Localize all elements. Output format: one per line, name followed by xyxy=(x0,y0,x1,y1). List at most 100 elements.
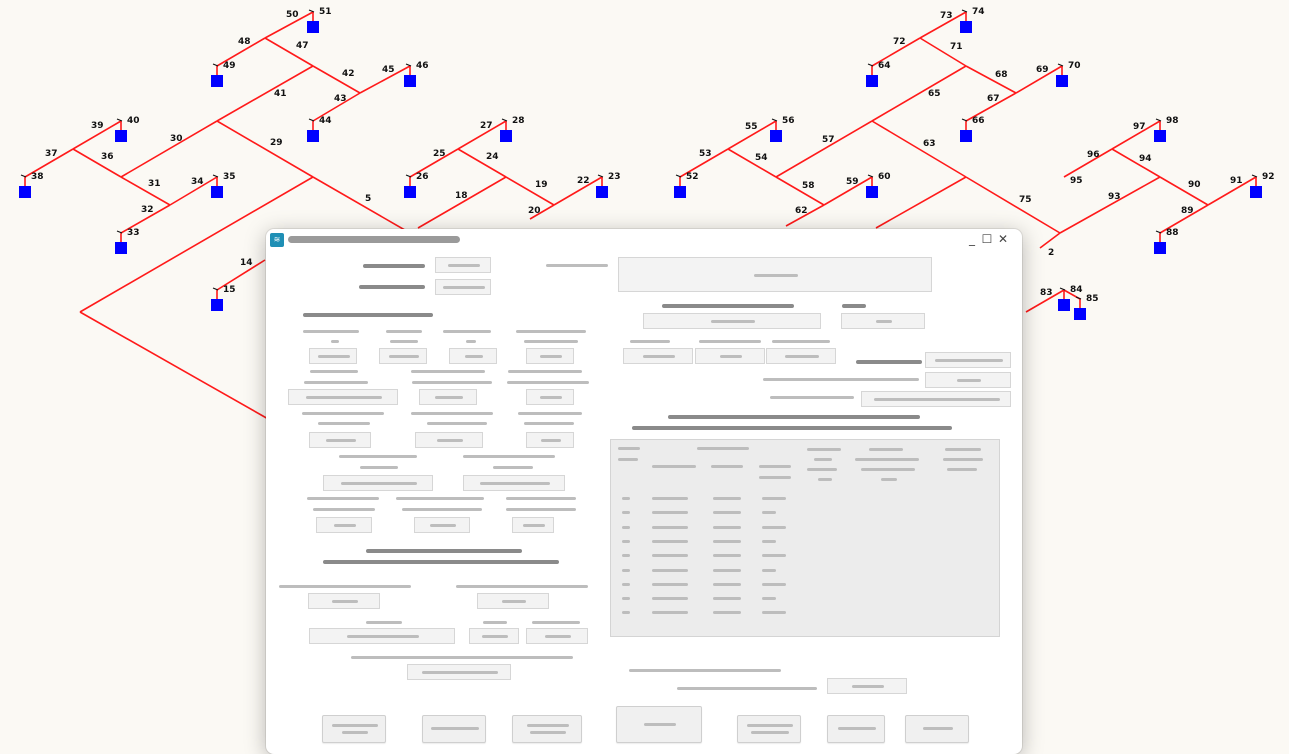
junction-node: 44 xyxy=(307,116,332,142)
bottom-button-1[interactable] xyxy=(322,715,386,743)
button-label-placeholder xyxy=(530,731,566,734)
field-value-placeholder xyxy=(332,600,358,603)
input-field[interactable] xyxy=(827,678,907,694)
input-field[interactable] xyxy=(435,279,491,295)
input-field[interactable] xyxy=(407,664,511,680)
input-field[interactable] xyxy=(925,372,1011,388)
input-field[interactable] xyxy=(526,628,588,644)
input-field[interactable] xyxy=(469,628,519,644)
input-field[interactable] xyxy=(309,348,357,364)
input-field[interactable] xyxy=(512,517,554,533)
notes-field[interactable] xyxy=(618,257,932,292)
input-field[interactable] xyxy=(526,432,574,448)
input-field[interactable] xyxy=(925,352,1011,368)
junction-node: 92 xyxy=(1250,172,1275,198)
row-cell xyxy=(762,511,776,515)
minimize-button[interactable]: _ xyxy=(969,232,975,246)
field-value-placeholder xyxy=(326,439,356,442)
junction-node: 56 xyxy=(770,116,795,142)
pipe-label: 50 xyxy=(286,10,299,20)
row-cell xyxy=(622,597,630,601)
junction-node: 70 xyxy=(1056,61,1081,87)
input-field[interactable] xyxy=(379,348,427,364)
column-header xyxy=(652,465,696,468)
junction-node: 52 xyxy=(674,172,699,198)
junction-node: 88 xyxy=(1154,228,1179,254)
input-field[interactable] xyxy=(323,475,433,491)
text-placeholder xyxy=(443,330,491,333)
row-cell xyxy=(713,568,741,572)
input-field[interactable] xyxy=(415,432,483,448)
input-field[interactable] xyxy=(623,348,693,364)
text-placeholder xyxy=(463,455,555,458)
junction-node: 23 xyxy=(596,172,621,198)
pipe-segment xyxy=(1159,176,1209,206)
bottom-button-7[interactable] xyxy=(905,715,969,743)
input-field[interactable] xyxy=(477,593,549,609)
pipe-segment xyxy=(457,120,507,150)
field-value-placeholder xyxy=(502,600,526,603)
pipe-segment xyxy=(312,176,411,234)
text-placeholder xyxy=(339,455,417,458)
bottom-button-6[interactable] xyxy=(827,715,885,743)
bottom-button-primary[interactable] xyxy=(616,706,702,743)
input-field[interactable] xyxy=(526,348,574,364)
junction-node: 35 xyxy=(211,172,236,198)
field-value-placeholder xyxy=(480,482,550,485)
row-cell xyxy=(713,582,741,586)
node-square xyxy=(960,21,972,33)
pipe-segment xyxy=(72,120,122,150)
input-field[interactable] xyxy=(435,257,491,273)
field-value-placeholder xyxy=(785,355,819,358)
input-field[interactable] xyxy=(643,313,821,329)
pipe-segment xyxy=(1207,176,1257,206)
column-header xyxy=(943,458,983,461)
text-placeholder xyxy=(304,381,368,384)
input-field[interactable] xyxy=(526,389,574,405)
node-square xyxy=(500,130,512,142)
pipe-label: 53 xyxy=(699,149,712,159)
node-label: 52 xyxy=(686,172,699,182)
pipe-label: 57 xyxy=(822,135,835,145)
close-button[interactable]: ✕ xyxy=(997,232,1009,246)
input-field[interactable] xyxy=(861,391,1011,407)
pipe-label: 42 xyxy=(342,69,355,79)
row-cell xyxy=(713,497,741,500)
maximize-button[interactable]: ☐ xyxy=(981,232,993,246)
bottom-button-2[interactable] xyxy=(422,715,486,743)
pipe-label: 68 xyxy=(995,70,1008,80)
button-label-placeholder xyxy=(747,724,793,727)
bottom-button-3[interactable] xyxy=(512,715,582,743)
row-cell xyxy=(713,511,741,515)
input-field[interactable] xyxy=(309,432,371,448)
row-cell xyxy=(762,539,776,543)
column-header xyxy=(618,458,638,461)
pipe-segment xyxy=(312,92,361,122)
row-cell xyxy=(652,525,688,529)
field-value-placeholder xyxy=(341,482,417,485)
input-field[interactable] xyxy=(463,475,565,491)
input-field[interactable] xyxy=(288,389,398,405)
text-placeholder xyxy=(363,264,425,268)
junction-node: 74 xyxy=(960,7,985,33)
column-header xyxy=(945,448,981,451)
pipe-segment xyxy=(875,176,967,229)
input-field[interactable] xyxy=(766,348,836,364)
pipe-segment xyxy=(775,176,825,206)
input-field[interactable] xyxy=(309,628,455,644)
bottom-button-5[interactable] xyxy=(737,715,801,743)
input-field[interactable] xyxy=(695,348,765,364)
input-field[interactable] xyxy=(316,517,372,533)
input-field[interactable] xyxy=(308,593,380,609)
row-cell xyxy=(652,554,688,558)
pipe-label: 32 xyxy=(141,205,154,215)
column-header xyxy=(814,458,832,461)
pipe-label: 27 xyxy=(480,121,493,131)
text-placeholder xyxy=(524,422,574,425)
input-field[interactable] xyxy=(419,389,477,405)
input-field[interactable] xyxy=(841,313,925,329)
input-field[interactable] xyxy=(414,517,470,533)
input-field[interactable] xyxy=(449,348,497,364)
pipe-segment xyxy=(1111,148,1161,178)
